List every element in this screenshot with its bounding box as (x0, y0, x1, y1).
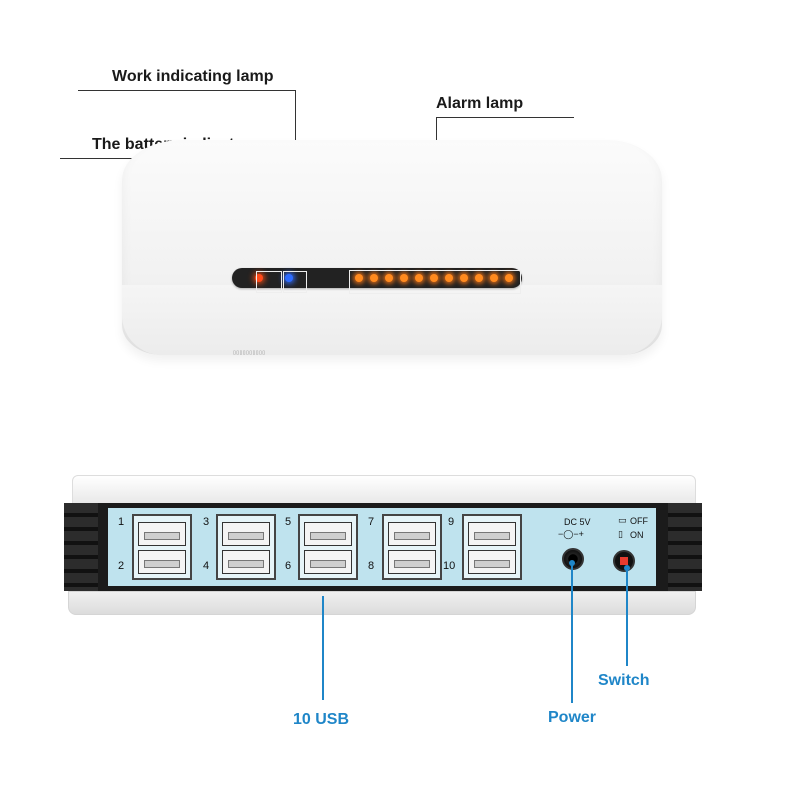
alarm-led (355, 274, 363, 282)
switch-off-label: OFF (630, 516, 648, 526)
usb-port[interactable] (222, 550, 270, 574)
device-rim (122, 285, 662, 355)
battery-led (255, 274, 263, 282)
port-panel: 1 2 3 4 5 6 7 8 9 10 (108, 508, 656, 586)
serial-sticker: ▯▯▯▯▯▯▯▯▯▯ (233, 350, 266, 356)
alarm-led (415, 274, 423, 282)
port-number: 4 (203, 560, 210, 572)
device-top-shell (72, 475, 696, 505)
alarm-led (385, 274, 393, 282)
usb-port[interactable] (388, 550, 436, 574)
usb-port[interactable] (388, 522, 436, 546)
alarm-highlight-box (349, 270, 521, 294)
usb-leader (322, 596, 324, 700)
power-leader (571, 563, 573, 703)
work-highlight-box (283, 271, 307, 293)
port-number: 7 (368, 516, 375, 528)
work-lamp-label: Work indicating lamp (112, 68, 274, 85)
device-bottom-shell (68, 591, 696, 615)
work-lamp-leader-h (78, 90, 296, 91)
usb-port-group (132, 514, 192, 580)
usb-port[interactable] (304, 550, 352, 574)
usb-port[interactable] (138, 550, 186, 574)
right-grip (668, 503, 702, 591)
switch-on-label: ON (630, 530, 644, 540)
dc-power-jack[interactable] (562, 548, 584, 570)
polarity-symbol: −◯−+ (558, 529, 584, 539)
alarm-led (460, 274, 468, 282)
alarm-led (430, 274, 438, 282)
usb-port[interactable] (304, 522, 352, 546)
switch-on-icon: ▯ (618, 529, 623, 539)
alarm-lamp-label: Alarm lamp (436, 95, 524, 112)
power-bank-front-view: 1 2 3 4 5 6 7 8 9 10 (64, 475, 702, 615)
port-number: 10 (443, 560, 456, 572)
usb-port-group (462, 514, 522, 580)
battery-highlight-box (256, 271, 282, 293)
usb-port-group (216, 514, 276, 580)
switch-off-icon: ▭ (618, 515, 627, 525)
alarm-led (505, 274, 513, 282)
usb-port-group (298, 514, 358, 580)
usb-port[interactable] (468, 550, 516, 574)
port-number: 5 (285, 516, 292, 528)
usb-port[interactable] (222, 522, 270, 546)
indicator-lamp-strip (232, 268, 522, 288)
power-bank-top-view (122, 140, 662, 355)
switch-label: Switch (598, 672, 650, 689)
port-number: 2 (118, 560, 125, 572)
alarm-led (370, 274, 378, 282)
alarm-led (490, 274, 498, 282)
device-front-panel: 1 2 3 4 5 6 7 8 9 10 (64, 503, 702, 591)
dc-5v-label: DC 5V (564, 517, 591, 527)
work-led (285, 274, 293, 282)
alarm-led (445, 274, 453, 282)
usb-port-group (382, 514, 442, 580)
alarm-led (475, 274, 483, 282)
usb-port[interactable] (468, 522, 516, 546)
switch-leader (626, 568, 628, 666)
port-number: 8 (368, 560, 375, 572)
usb-port[interactable] (138, 522, 186, 546)
port-number: 6 (285, 560, 292, 572)
port-number: 9 (448, 516, 455, 528)
port-number: 3 (203, 516, 210, 528)
power-label: Power (548, 709, 597, 726)
left-grip (64, 503, 98, 591)
usb-count-label: 10 USB (293, 711, 350, 728)
alarm-led (400, 274, 408, 282)
port-number: 1 (118, 516, 125, 528)
alarm-lamp-leader-h (436, 117, 574, 118)
